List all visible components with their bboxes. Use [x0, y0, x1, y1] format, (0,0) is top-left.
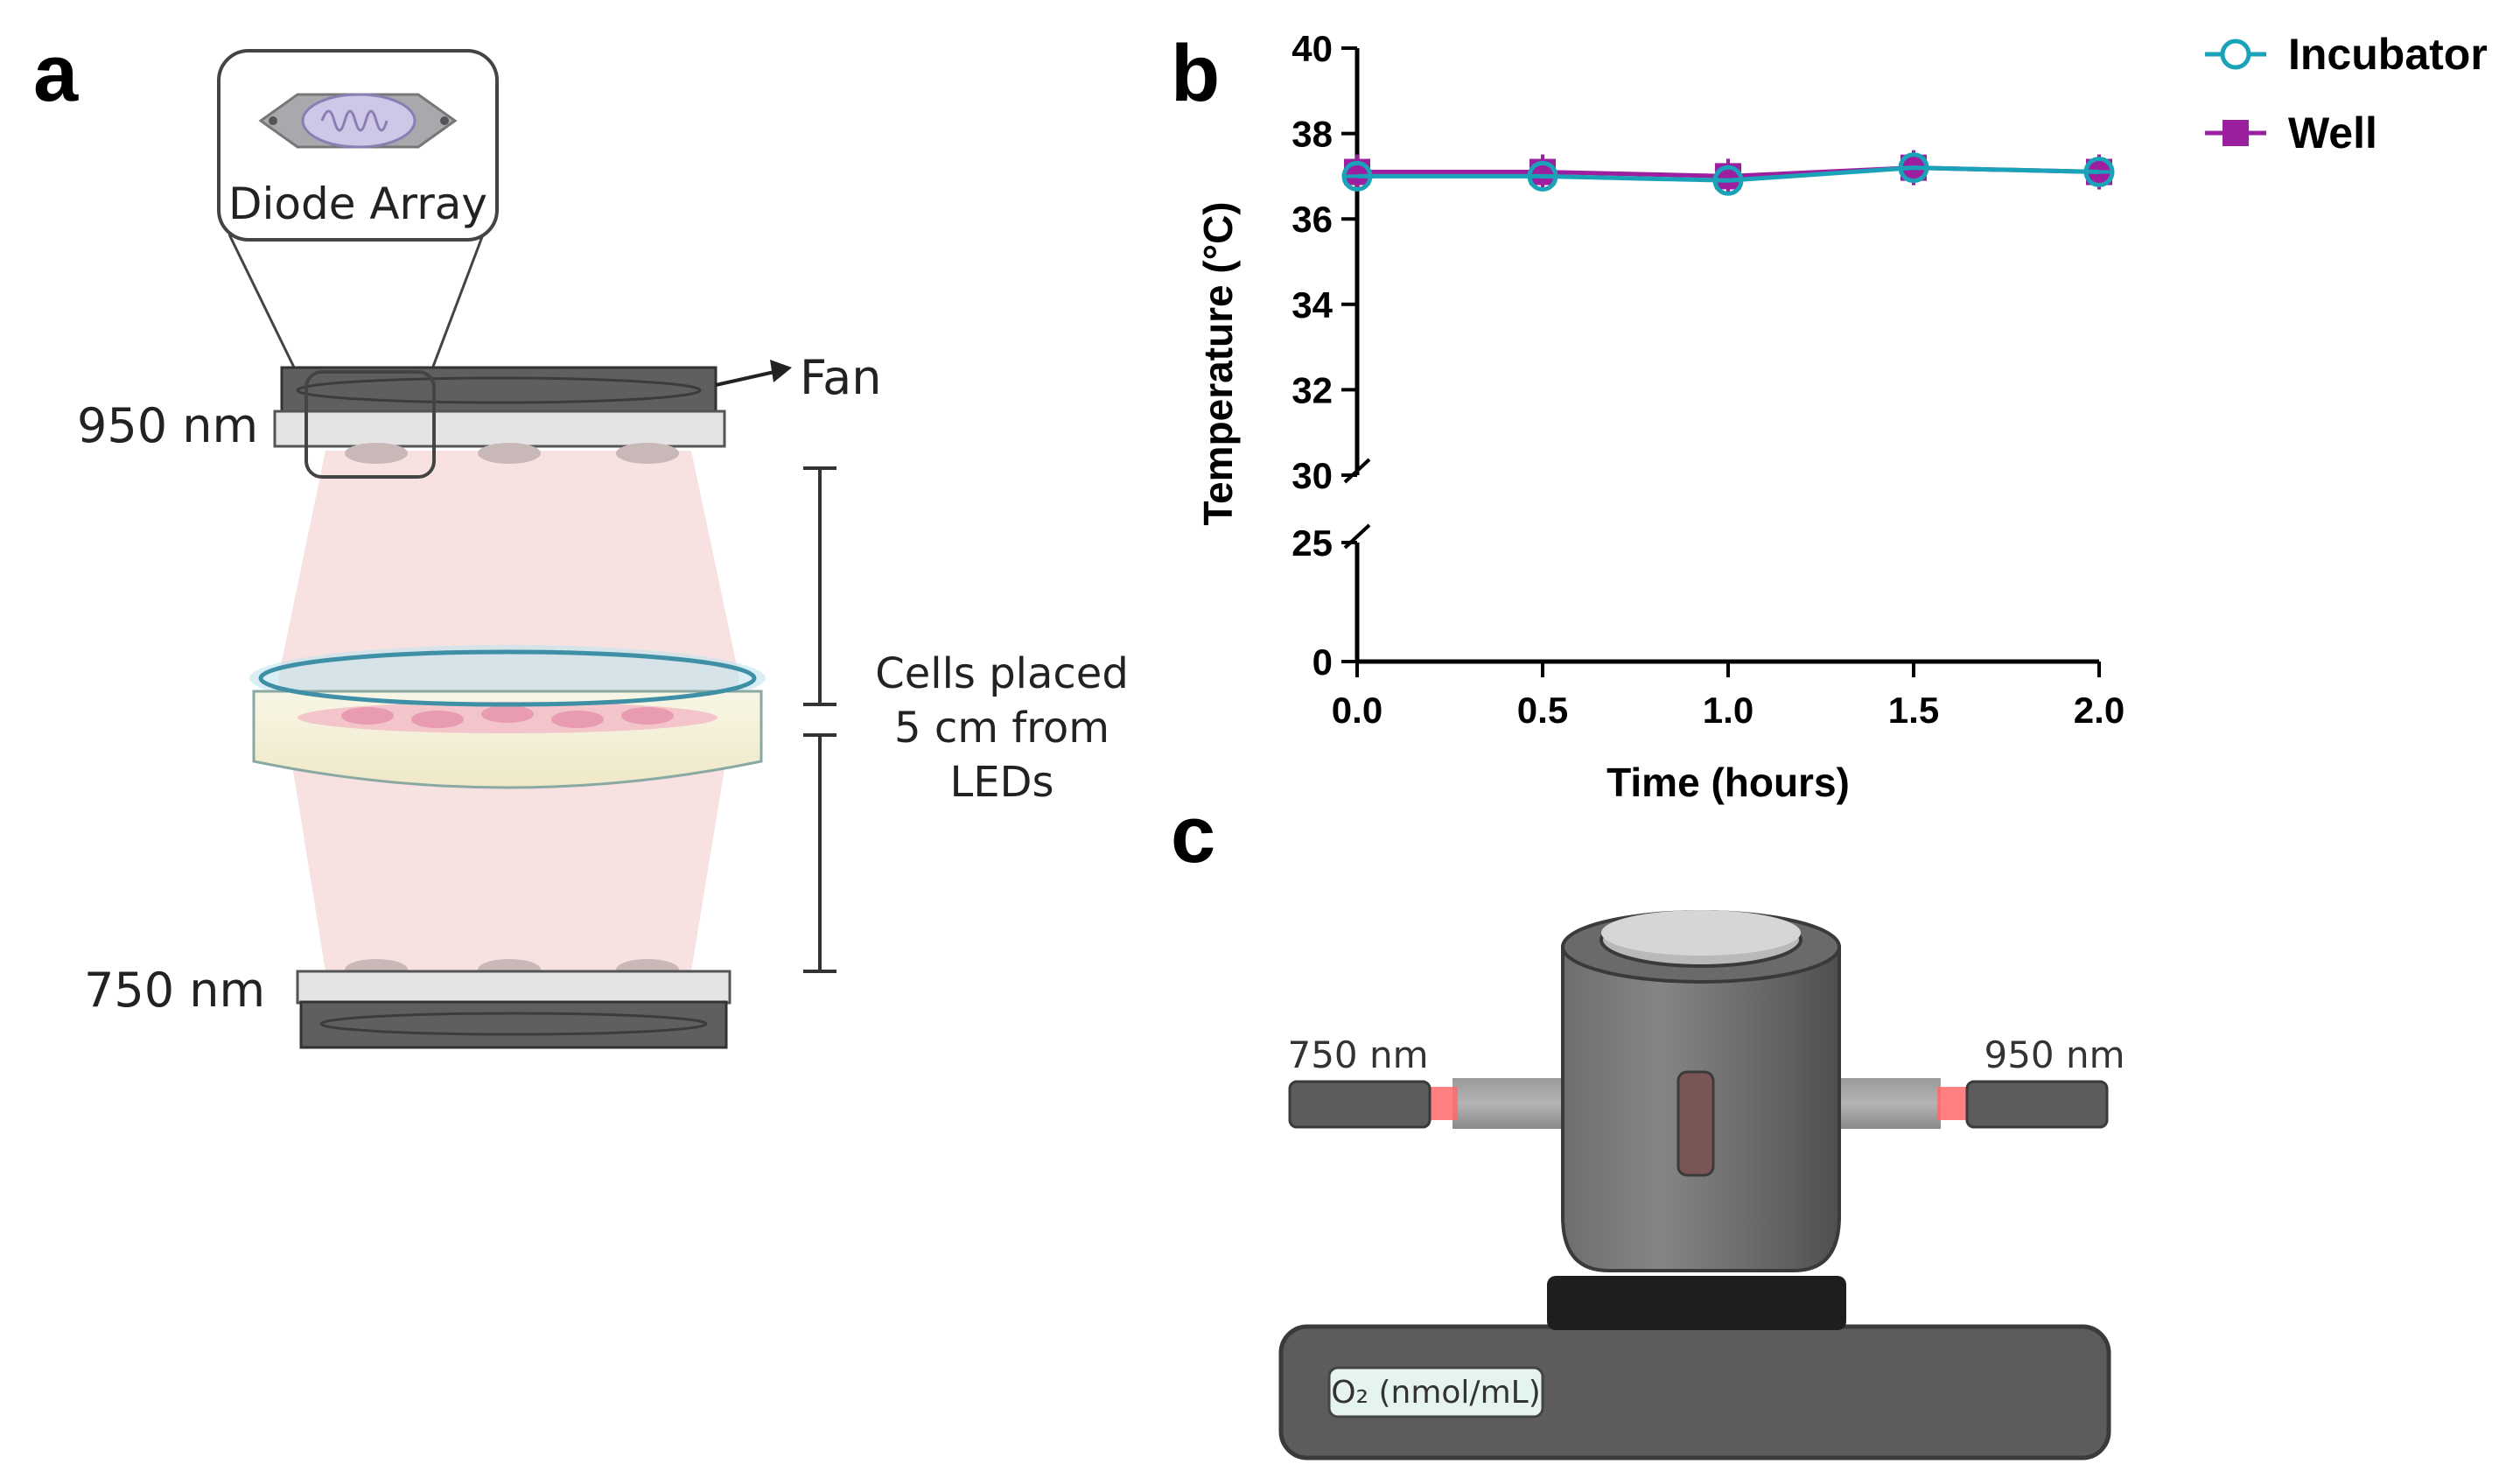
- chamber-stand: [1547, 1276, 1846, 1330]
- distance-note-line-1: Cells placed: [875, 649, 1129, 698]
- bottom-wavelength-label: 750 nm: [84, 963, 265, 1018]
- x-tick-label: 0.0: [1332, 690, 1382, 731]
- panel-c: c O₂ (nmol/mL) 750 nm 950 nm: [1171, 790, 2125, 1460]
- fan-arrowhead: [770, 360, 792, 382]
- y-tick-label: 38: [1292, 114, 1333, 155]
- axis-break-mark-upper: [1343, 458, 1371, 484]
- diode-array-label: Diode Array: [228, 179, 487, 229]
- oxygraph-chamber: [1561, 910, 1841, 1272]
- y-tick-label: 30: [1292, 455, 1333, 496]
- x-axis-title: Time (hours): [1606, 760, 1850, 805]
- right-arm: [1825, 1078, 1941, 1129]
- legend-label-well: Well: [2288, 109, 2377, 158]
- callout-line-right: [427, 234, 485, 379]
- x-tick-label: 0.5: [1517, 690, 1568, 731]
- y-tick-label: 0: [1312, 641, 1333, 683]
- right-led-emitter: [1965, 1080, 2109, 1129]
- legend-marker-incubator: [2220, 39, 2251, 70]
- panel-a: a Diode Array Fan 9: [33, 29, 1129, 1049]
- distance-note-line-2: 5 cm from: [894, 704, 1110, 753]
- o2-readout-display: [1327, 1366, 1544, 1418]
- panel-a-letter: a: [33, 29, 79, 118]
- left-laser-glow: [1428, 1087, 1458, 1120]
- right-wavelength-label: 950 nm: [1984, 1033, 2124, 1076]
- fan-label: Fan: [800, 350, 881, 405]
- distance-bars: [803, 466, 836, 973]
- top-led-unit: [273, 366, 726, 479]
- top-wavelength-label: 950 nm: [77, 398, 258, 453]
- o2-readout-label: O₂ (nmol/mL): [1331, 1375, 1540, 1411]
- y-tick-label: 34: [1292, 284, 1333, 326]
- y-tick-label: 32: [1292, 369, 1333, 410]
- y-tick-label: 36: [1292, 199, 1333, 240]
- fan-arrow: [715, 370, 775, 387]
- panel-b-letter: b: [1171, 29, 1220, 118]
- left-led-emitter: [1288, 1080, 1432, 1129]
- petri-dish: [249, 645, 766, 789]
- x-tick-label: 2.0: [2074, 690, 2124, 731]
- y-axis-title: Temperature (°C): [1195, 201, 1241, 525]
- legend-label-incubator: Incubator: [2288, 30, 2488, 79]
- left-arm: [1452, 1078, 1568, 1129]
- callout-line-left: [228, 234, 301, 379]
- panel-c-letter: c: [1171, 790, 1215, 879]
- x-tick-label: 1.5: [1888, 690, 1939, 731]
- x-tick-label: 1.0: [1703, 690, 1754, 731]
- legend-marker-well: [2222, 120, 2249, 146]
- diode-array-inset: Diode Array: [217, 49, 499, 242]
- bottom-led-unit: [296, 959, 732, 1049]
- y-tick-label: 25: [1292, 522, 1333, 564]
- distance-note-line-3: LEDs: [949, 758, 1054, 807]
- y-tick-label: 40: [1292, 28, 1333, 69]
- inset-zoom-box: [304, 370, 436, 479]
- right-laser-glow: [1937, 1087, 1967, 1120]
- left-wavelength-label: 750 nm: [1287, 1033, 1428, 1076]
